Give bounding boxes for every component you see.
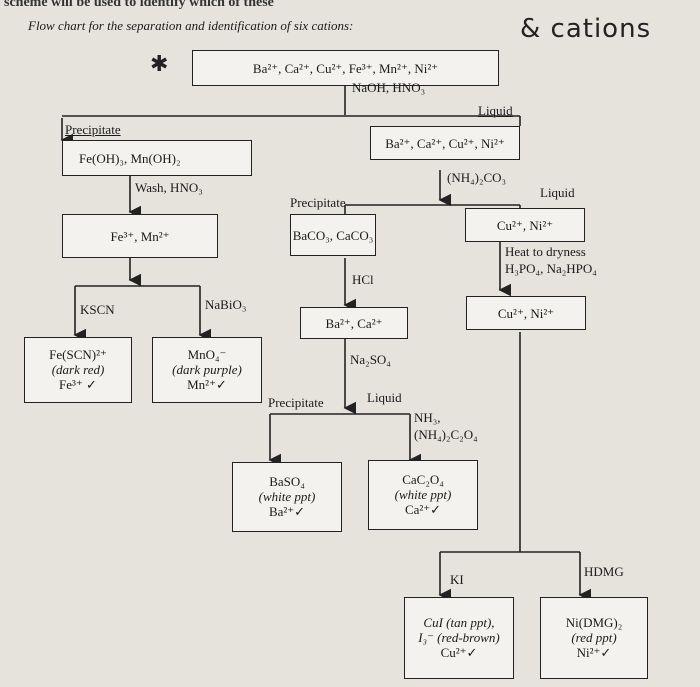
box-cui: CuI (tan ppt), I₃⁻ (red-brown) Cu²⁺✓ [404, 597, 514, 679]
cu-ion-result: Cu²⁺✓ [440, 645, 478, 661]
cui-formula: CuI (tan ppt), [423, 615, 495, 630]
box-carbonates: BaCO₃, CaCO₃ [290, 214, 376, 256]
box-cu-ni-2: Cu²⁺, Ni²⁺ [466, 296, 586, 330]
reagent-kscn: KSCN [80, 302, 115, 317]
reagent-naoh-hno3: NaOH, HNO₃ [352, 80, 426, 95]
cac2o4-formula: CaC₂O₄ [402, 472, 444, 487]
check-icon: ✓ [294, 505, 306, 520]
baso4-color: (white ppt) [258, 489, 316, 504]
box-baso4: BaSO₄ (white ppt) Ba²⁺✓ [232, 462, 342, 532]
reagent-nh4-2c2o4: (NH₄)₂C₂O₄ [414, 427, 478, 442]
scheme-text: scheme will be used to identify which of… [4, 0, 274, 10]
box-ba-ca: Ba²⁺, Ca²⁺ [300, 307, 408, 339]
fe-ion-result: Fe³⁺ ✓ [59, 377, 97, 393]
check-icon: ✓ [86, 378, 97, 393]
ca-ion-result: Ca²⁺✓ [404, 502, 442, 518]
check-icon: ✓ [600, 646, 612, 661]
ni-dmg-color: (red ppt) [571, 630, 617, 645]
label-liquid-2: Liquid [540, 185, 575, 200]
ba-ion-result: Ba²⁺✓ [268, 504, 306, 520]
reagent-na2so4: Na₂SO₄ [350, 352, 391, 367]
ni-ion-result: Ni²⁺✓ [576, 645, 612, 661]
mno4-color: (dark purple) [172, 362, 242, 377]
check-icon: ✓ [215, 378, 227, 393]
reagent-h3po4: H₃PO₄, Na₂HPO₄ [505, 261, 597, 276]
ni-dmg-formula: Ni(DMG)₂ [565, 615, 623, 630]
label-precipitate-2: Precipitate [290, 195, 346, 210]
mno4-formula: MnO₄⁻ [187, 347, 227, 362]
reagent-ki: KI [450, 572, 464, 587]
fe-scn-formula: Fe(SCN)²⁺ [49, 347, 107, 362]
box-fe-mn: Fe³⁺, Mn²⁺ [62, 214, 218, 258]
check-icon: ✓ [430, 503, 442, 518]
reagent-hcl: HCl [352, 272, 374, 287]
mn-ion-result: Mn²⁺✓ [187, 377, 227, 393]
label-precipitate-3: Precipitate [268, 395, 324, 410]
box-cac2o4: CaC₂O₄ (white ppt) Ca²⁺✓ [368, 460, 478, 530]
reagent-wash-hno3: Wash, HNO₃ [135, 180, 203, 195]
fe-scn-color: (dark red) [51, 362, 105, 377]
box-ba-ca-cu-ni: Ba²⁺, Ca²⁺, Cu²⁺, Ni²⁺ [370, 126, 520, 160]
i3-formula: I₃⁻ (red-brown) [418, 630, 500, 645]
box-cu-ni-1: Cu²⁺, Ni²⁺ [465, 208, 585, 242]
box-fe-scn: Fe(SCN)²⁺ (dark red) Fe³⁺ ✓ [24, 337, 132, 403]
box-six-cations: Ba²⁺, Ca²⁺, Cu²⁺, Fe³⁺, Mn²⁺, Ni²⁺ [192, 50, 499, 86]
check-icon: ✓ [466, 646, 478, 661]
label-liquid-1: Liquid [478, 103, 513, 118]
star-mark: ✱ [150, 52, 170, 77]
handwritten-note: & cations [520, 14, 652, 44]
cac2o4-color: (white ppt) [394, 487, 452, 502]
baso4-formula: BaSO₄ [269, 474, 305, 489]
box-ni-dmg: Ni(DMG)₂ (red ppt) Ni²⁺✓ [540, 597, 648, 679]
page-title: Flow chart for the separation and identi… [28, 18, 354, 33]
label-heat-dryness: Heat to dryness [505, 244, 586, 259]
box-hydroxides: Fe(OH)₃, Mn(OH)₂ [62, 140, 252, 176]
reagent-nh4-2co3: (NH₄)₂CO₃ [447, 170, 507, 185]
reagent-nh3: NH₃, [414, 410, 441, 425]
reagent-hdmg: HDMG [584, 564, 624, 579]
label-liquid-3: Liquid [367, 390, 402, 405]
box-mno4: MnO₄⁻ (dark purple) Mn²⁺✓ [152, 337, 262, 403]
reagent-nabio3: NaBiO₃ [205, 297, 247, 312]
label-precipitate-1: Precipitate [65, 122, 121, 137]
